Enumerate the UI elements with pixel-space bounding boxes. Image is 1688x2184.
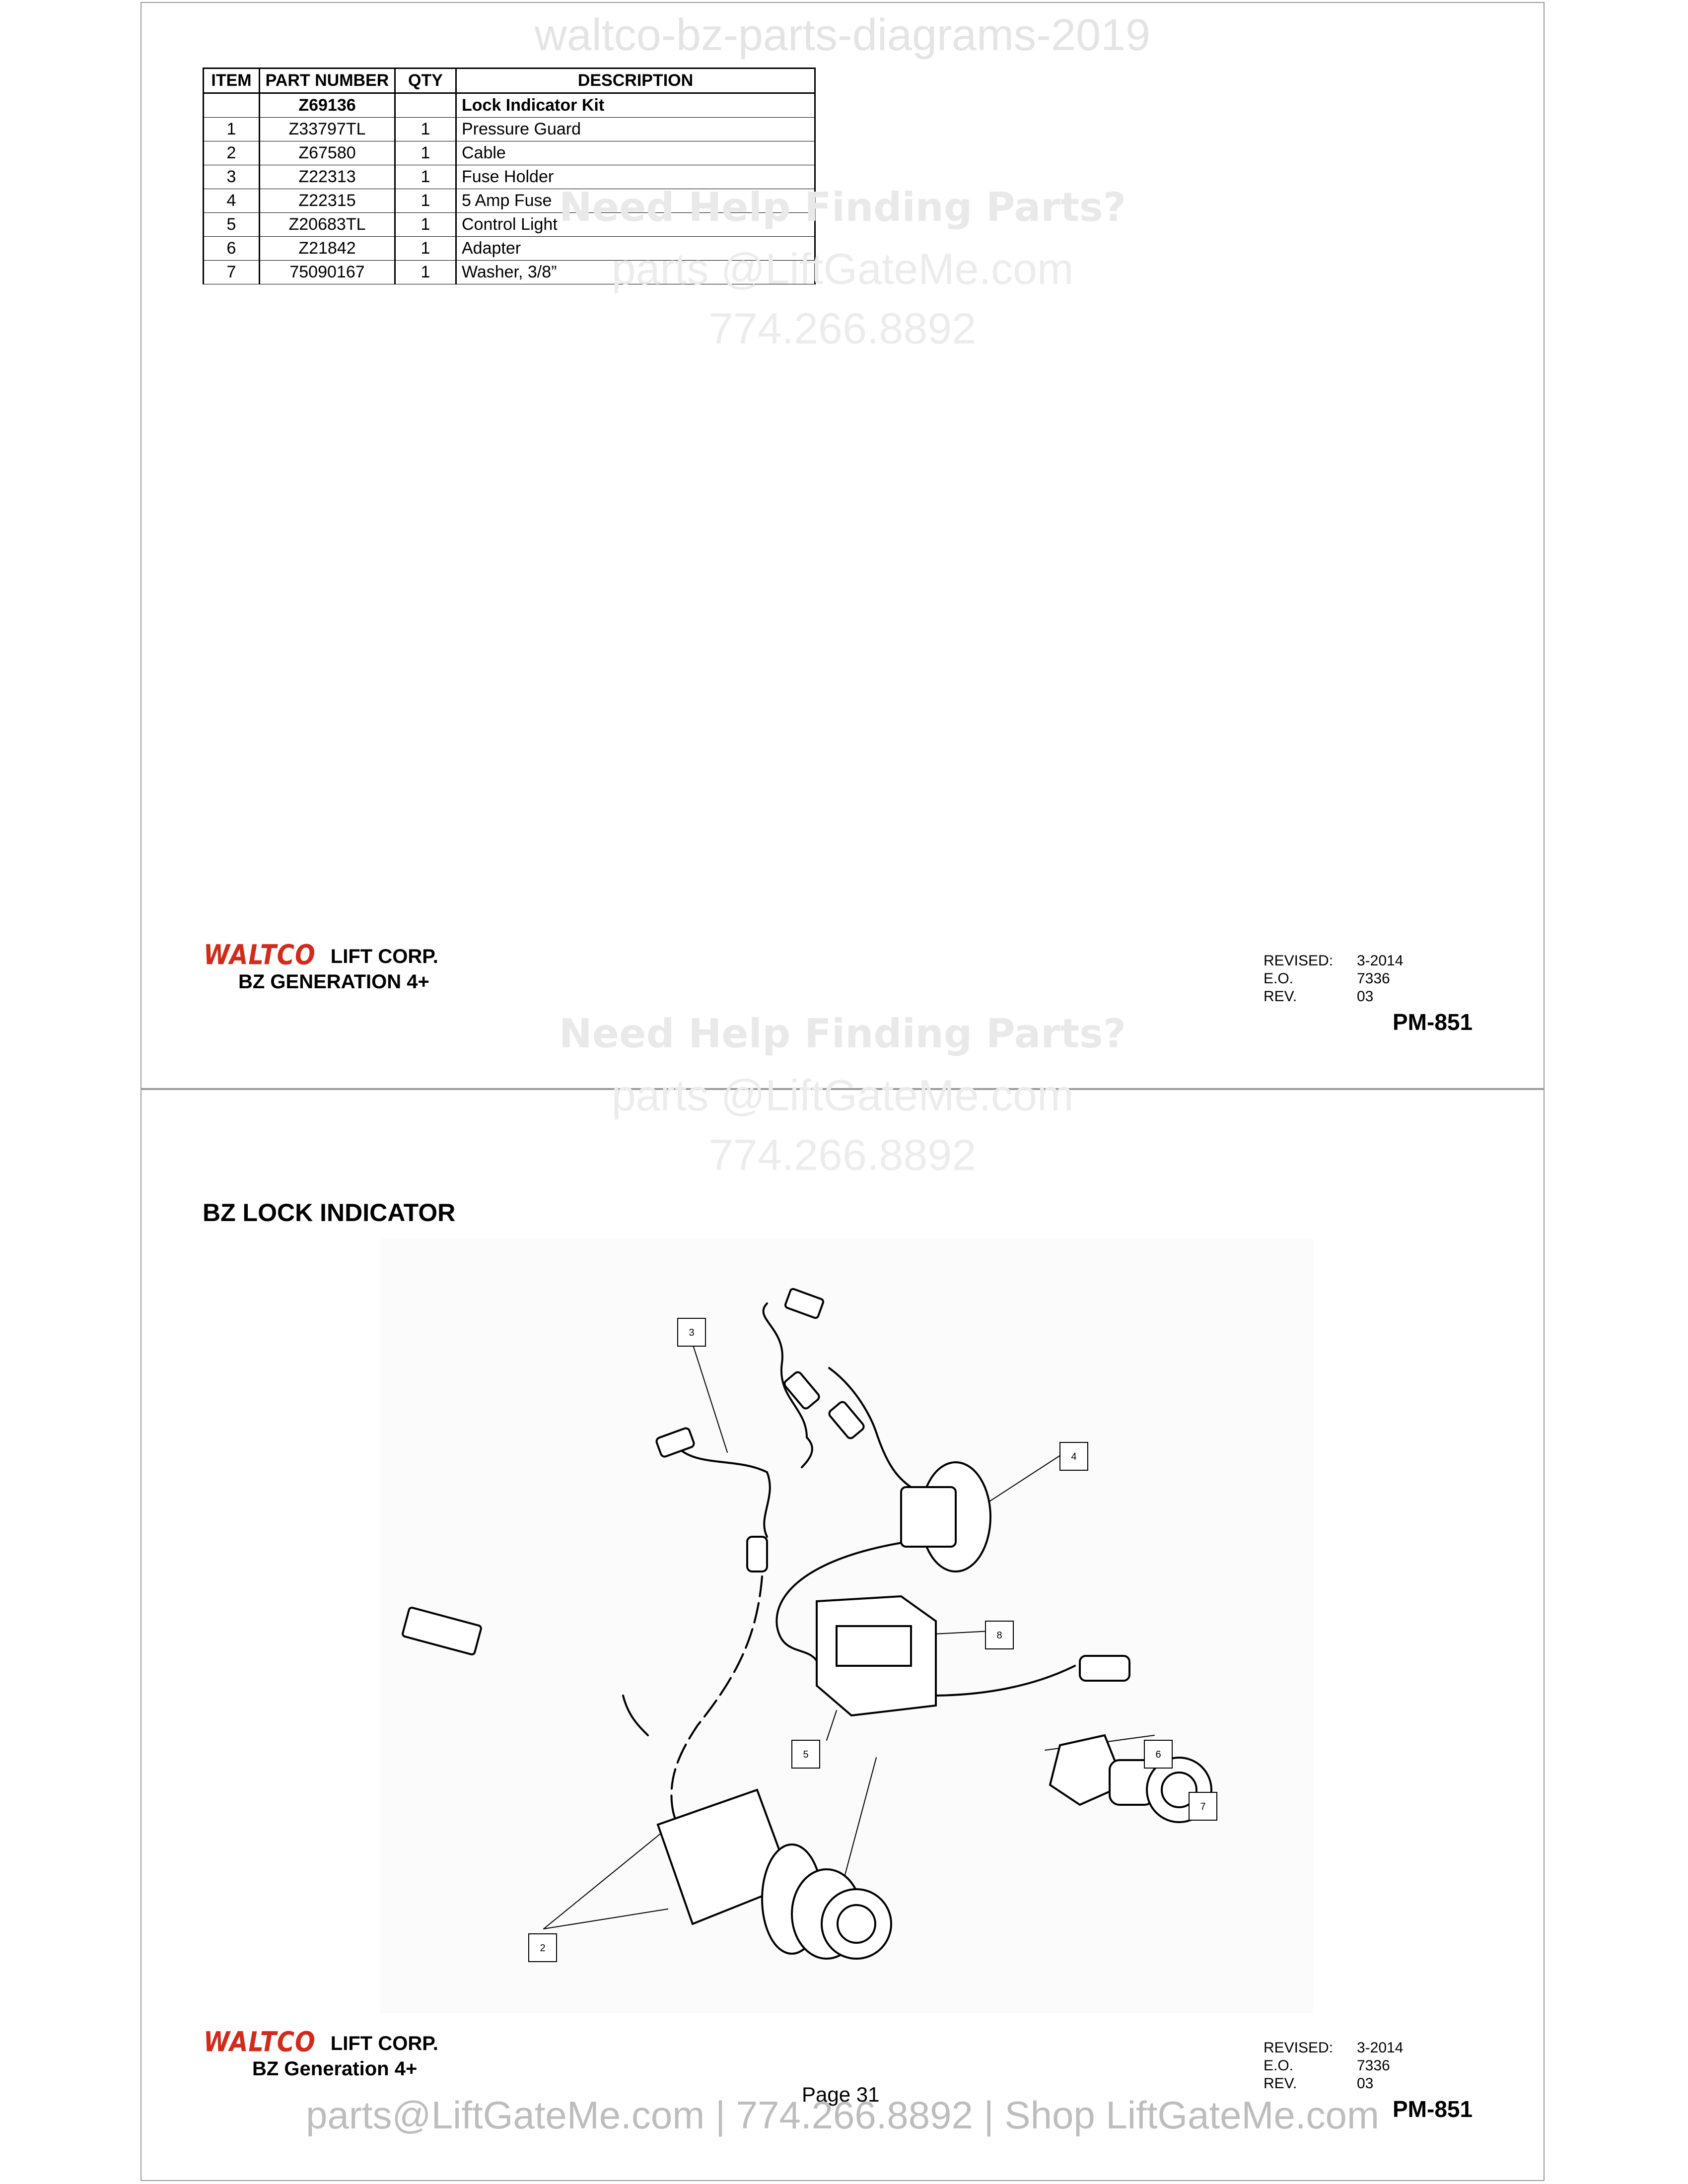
cell-part: 75090167 (259, 260, 396, 284)
rev-value: 03 (1357, 988, 1374, 1005)
cell-qty: 1 (394, 141, 457, 165)
cell-part: Z67580 (259, 141, 396, 165)
cell-desc: Adapter (455, 236, 816, 261)
footer-brand: WALTCO LIFT CORP. BZ Generation 4+ (204, 2026, 438, 2080)
footer-brand: WALTCO LIFT CORP. BZ GENERATION 4+ (204, 939, 438, 993)
corp-name: LIFT CORP. (330, 946, 438, 967)
pm-number: PM-851 (1393, 1009, 1473, 1035)
cell-part: Z20683TL (259, 212, 396, 237)
cell-desc: 5 Amp Fuse (455, 189, 816, 213)
revised-label: REVISED: (1264, 2040, 1334, 2056)
callout-label: 3 (689, 1327, 694, 1338)
cell-item: 3 (203, 165, 260, 189)
header-part-number: PART NUMBER (259, 68, 396, 94)
revision-block: REVISED: 3-2014 E.O. 7336 REV. 03 (1264, 2039, 1403, 2093)
callout-label: 7 (1200, 1801, 1205, 1812)
table-row: 5 Z20683TL 1 Control Light (203, 212, 816, 237)
pm-number: PM-851 (1393, 2096, 1473, 2122)
corp-name: LIFT CORP. (330, 2033, 438, 2054)
revised-label: REVISED: (1264, 953, 1334, 969)
lock-indicator-diagram: 3 4 8 5 6 7 2 (380, 1239, 1313, 2013)
cell-item (203, 93, 260, 118)
table-row: 7 75090167 1 Washer, 3/8” (203, 260, 816, 284)
cell-desc: Washer, 3/8” (455, 260, 816, 284)
cell-item: 4 (203, 189, 260, 213)
header-qty: QTY (394, 68, 457, 94)
cell-qty: 1 (394, 189, 457, 213)
callout-label: 6 (1155, 1749, 1161, 1760)
cell-part: Z69136 (259, 93, 396, 118)
table-row: 6 Z21842 1 Adapter (203, 236, 816, 261)
callout-label: 5 (803, 1749, 808, 1760)
table-row: 1 Z33797TL 1 Pressure Guard (203, 117, 816, 141)
cell-qty: 1 (394, 236, 457, 261)
table-row: 2 Z67580 1 Cable (203, 141, 816, 165)
cell-qty: 1 (394, 165, 457, 189)
generation-label: BZ Generation 4+ (252, 2058, 418, 2080)
revised-value: 3-2014 (1357, 2040, 1404, 2056)
cell-qty: 1 (394, 260, 457, 284)
callout-label: 8 (996, 1630, 1002, 1641)
cell-part: Z22315 (259, 189, 396, 213)
watermark-phone: 774.266.8892 (708, 304, 977, 353)
watermark-title: waltco-bz-parts-diagrams-2019 (534, 10, 1151, 60)
revised-value: 3-2014 (1357, 953, 1404, 969)
cell-qty: 1 (394, 212, 457, 237)
cell-desc: Fuse Holder (455, 165, 816, 189)
cell-desc: Lock Indicator Kit (455, 93, 816, 118)
cell-item: 1 (203, 117, 260, 141)
eo-label: E.O. (1264, 970, 1294, 987)
waltco-logo: WALTCO (204, 939, 316, 971)
callout-label: 2 (540, 1943, 545, 1954)
watermark-phone: 774.266.8892 (708, 1130, 977, 1179)
cell-qty (394, 93, 457, 118)
cell-item: 7 (203, 260, 260, 284)
cell-qty: 1 (394, 117, 457, 141)
cell-part: Z21842 (259, 236, 396, 261)
table-row-kit: Z69136 Lock Indicator Kit (203, 93, 816, 118)
table-row: 3 Z22313 1 Fuse Holder (203, 165, 816, 189)
eo-value: 7336 (1357, 970, 1390, 987)
header-description: DESCRIPTION (455, 68, 816, 94)
cell-item: 2 (203, 141, 260, 165)
footer-watermark: parts@LiftGateMe.com | 774.266.8892 | Sh… (306, 2093, 1379, 2137)
eo-value: 7336 (1357, 2057, 1390, 2074)
cell-item: 5 (203, 212, 260, 237)
waltco-logo: WALTCO (204, 2026, 316, 2058)
rev-label: REV. (1264, 988, 1297, 1005)
eo-label: E.O. (1264, 2057, 1294, 2074)
rev-value: 03 (1357, 2075, 1374, 2092)
cell-desc: Cable (455, 141, 816, 165)
cell-part: Z33797TL (259, 117, 396, 141)
revision-block: REVISED: 3-2014 E.O. 7336 REV. 03 (1264, 952, 1403, 1006)
header-item: ITEM (203, 68, 260, 94)
page-number: Page 31 (802, 2083, 880, 2106)
callout-label: 4 (1071, 1451, 1076, 1462)
rev-label: REV. (1264, 2075, 1297, 2092)
top-sheet: waltco-bz-parts-diagrams-2019 ITEM PART … (141, 2, 1545, 1089)
section-title: BZ LOCK INDICATOR (203, 1199, 456, 1227)
table-header-row: ITEM PART NUMBER QTY DESCRIPTION (203, 68, 816, 94)
generation-label: BZ GENERATION 4+ (238, 971, 429, 993)
table-row: 4 Z22315 1 5 Amp Fuse (203, 189, 816, 213)
parts-table: ITEM PART NUMBER QTY DESCRIPTION Z69136 … (203, 68, 816, 284)
cell-desc: Control Light (455, 212, 816, 237)
bottom-sheet: Need Help Finding Parts? parts @LiftGate… (141, 1011, 1545, 2181)
cell-part: Z22313 (259, 165, 396, 189)
cell-desc: Pressure Guard (455, 117, 816, 141)
cell-item: 6 (203, 236, 260, 261)
